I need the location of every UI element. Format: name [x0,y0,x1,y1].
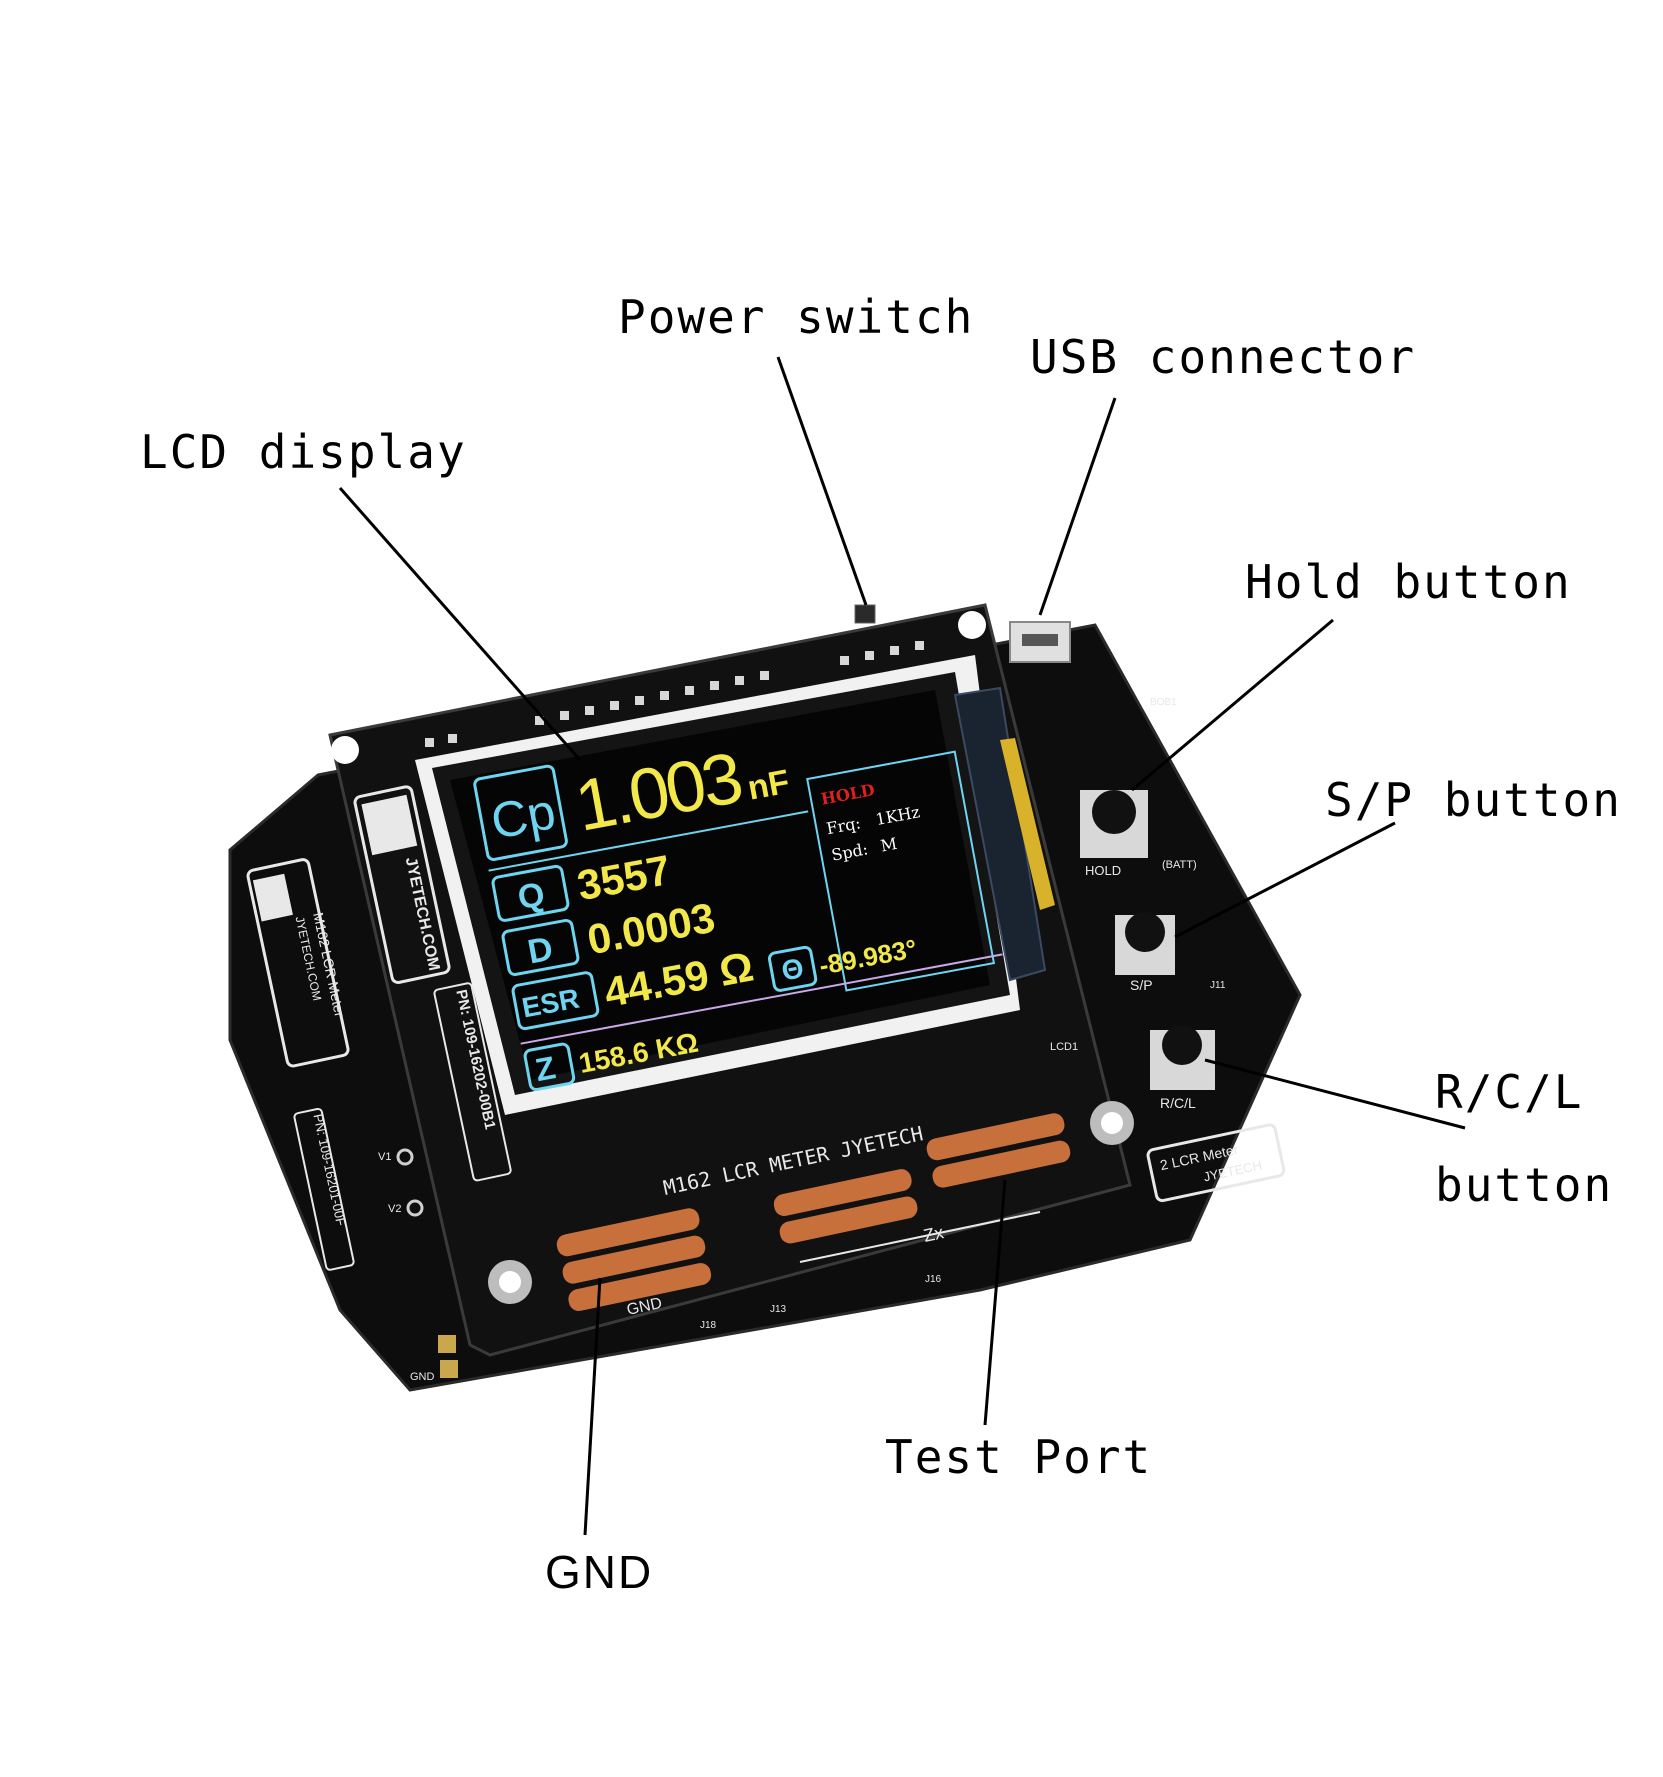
bob1-silk: BOB1 [1150,697,1177,708]
sp-silk: S/P [1130,977,1153,993]
gnd-pad-silk: GND [410,1371,435,1383]
j11-silk: J11 [1210,980,1226,991]
callout-test-port: Test Port [885,1430,1153,1484]
batt-silk: (BATT) [1162,859,1197,871]
lcd-spd-value: M [879,834,899,856]
lcd-primary-unit: nF [745,763,793,808]
v1-silk: V1 [378,1151,391,1163]
leader-power-switch [776,356,868,606]
leader-hold-button [1131,618,1334,792]
rcl-silk: R/C/L [1160,1095,1196,1111]
power-switch[interactable] [854,604,876,624]
rcl-button[interactable] [1162,1025,1202,1065]
lcd1-silk: LCD1 [1050,1041,1078,1053]
j18-silk: J18 [700,1320,717,1331]
leader-lcd-display [338,487,582,761]
v2-silk: V2 [388,1203,401,1215]
leader-gnd [583,1277,602,1536]
right-components: BOB1 HOLD (BATT) S/P J11 R/C/L [1009,621,1226,1111]
j13-silk: J13 [770,1304,787,1315]
callout-power-switch: Power switch [618,290,975,344]
sp-button[interactable] [1125,912,1165,952]
test-port-strips: Zx [773,1113,1071,1263]
callout-sp-button: S/P button [1325,773,1622,827]
hold-button[interactable] [1092,790,1136,834]
leader-sp-button [1174,821,1396,939]
leader-test-port [983,1179,1007,1426]
leader-lines [338,356,1466,1536]
inner-pcb: JYETECH.COM PN: 109-16202-00B1 [328,603,1134,1357]
callout-hold-button: Hold button [1245,555,1572,609]
callout-gnd: GND [545,1546,654,1598]
callout-usb-connector: USB connector [1030,330,1417,384]
lcd-primary-label: Cp [487,783,560,850]
leader-usb-connector [1038,397,1117,616]
callout-rcl-button-line1: R/C/L [1435,1065,1584,1119]
callout-lcd-display: LCD display [140,425,467,479]
callout-rcl-button-line2: button [1435,1158,1614,1212]
header-pins [425,641,924,747]
gnd-strips [556,1208,712,1312]
hold-silk: HOLD [1085,863,1121,878]
leader-rcl-button [1204,1058,1466,1130]
j16-silk: J16 [925,1274,942,1285]
